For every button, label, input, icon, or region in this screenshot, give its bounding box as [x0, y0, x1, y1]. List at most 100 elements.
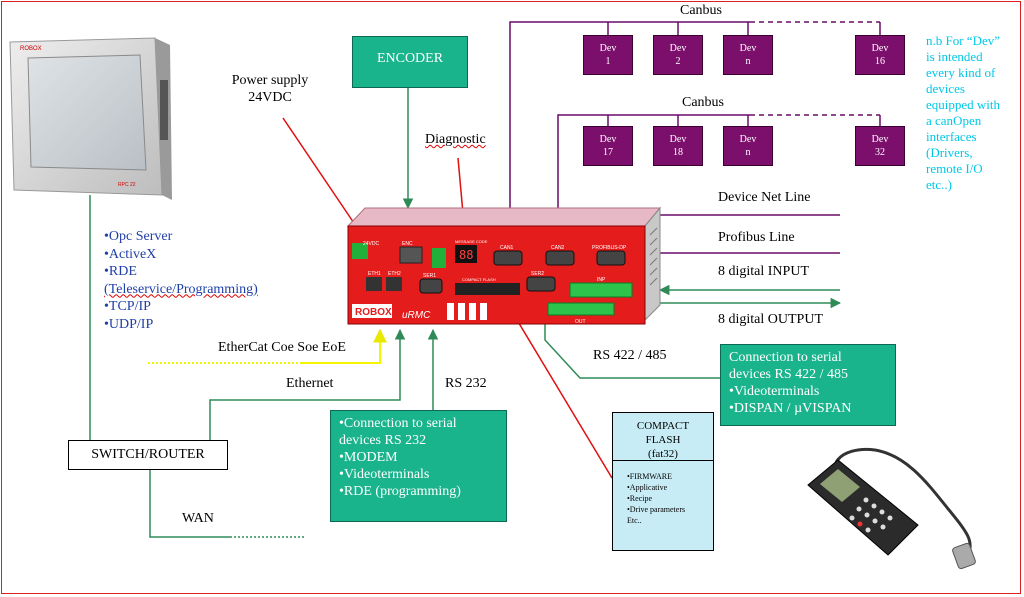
flash-item: •Applicative [627, 483, 668, 492]
canbus-top-line [504, 21, 750, 232]
note-line: is intended [926, 49, 983, 64]
rs422-item: Connection to serial [729, 350, 842, 365]
device-box: Dev 17 [583, 126, 633, 166]
device-number-text: n [745, 147, 751, 158]
rs422-item: •DISPAN / µVISPAN [729, 401, 852, 416]
device-net-label: Device Net Line [718, 190, 811, 205]
rs232-item: •RDE (programming) [339, 484, 461, 499]
port-ser1-label: SER1 [423, 273, 436, 279]
note-line: every kind of [926, 65, 996, 80]
rs232-info-box: •Connection to serial devices RS 232 •MO… [330, 410, 507, 522]
device-top-text: Dev [739, 43, 757, 54]
wan-label: WAN [182, 511, 214, 526]
compact-flash-contents: •FIRMWARE •Applicative •Recipe •Drive pa… [613, 461, 713, 526]
switch-router-box: SWITCH/ROUTER [68, 440, 228, 470]
device-box: Dev n [723, 126, 773, 166]
flash-item: •FIRMWARE [627, 472, 673, 481]
wan-line [149, 470, 230, 538]
hmi-panel-image: ROBOX RPC 22 [9, 37, 172, 200]
rs422-info-box: Connection to serial devices RS 422 / 48… [720, 344, 896, 426]
encoder-label: ENCODER [376, 51, 444, 66]
digital-output-label: 8 digital OUTPUT [718, 312, 823, 327]
power-supply-arrow [282, 117, 361, 233]
protocol-item: •ActiveX [104, 246, 157, 262]
ethercat-line [300, 328, 387, 364]
device-box: Dev n [723, 35, 773, 75]
protocol-item: •RDE [104, 264, 137, 279]
canbus-top-label: Canbus [680, 3, 722, 18]
panel-brand-text: ROBOX [20, 46, 42, 52]
power-supply-text: Power supply [231, 73, 309, 88]
ethernet-line [209, 328, 406, 440]
panel-model-text: RPC 22 [118, 182, 136, 188]
rs232-item: •Connection to serial [339, 416, 457, 431]
rs422-label: RS 422 / 485 [593, 348, 667, 363]
ethernet-label: Ethernet [286, 376, 334, 391]
port-message-label: MESSAGE CODE [455, 239, 488, 244]
device-box: Dev 32 [855, 126, 905, 166]
rs422-line [539, 313, 720, 379]
ethercat-label: EtherCat Coe Soe EoE [218, 340, 346, 355]
device-note: n.b For “Dev” is intended every kind of … [926, 33, 1000, 193]
note-line: a canOpen [926, 113, 982, 128]
note-line: (Drivers, [926, 145, 973, 160]
rs232-item: •MODEM [339, 450, 398, 465]
port-24vdc-label: 24VDC [363, 241, 380, 247]
device-number-text: 1 [605, 56, 611, 67]
compact-flash-header: COMPACT FLASH (fat32) [613, 413, 713, 461]
protocol-item: •UDP/IP [104, 316, 154, 332]
note-line: remote I/O [926, 161, 983, 176]
note-line: n.b For “Dev” [926, 33, 1001, 48]
device-number-text: 18 [673, 147, 683, 158]
note-line: devices [926, 81, 965, 96]
port-eth1-label: ETH1 [368, 271, 381, 277]
device-top-text: Dev [739, 134, 757, 145]
device-number-text: 32 [875, 147, 885, 158]
device-top-text: Dev [871, 43, 889, 54]
port-inp-label: INP [597, 277, 606, 283]
protocol-item: (Teleservice/Programming) [104, 281, 258, 297]
device-top-text: Dev [599, 134, 617, 145]
device-number-text: 2 [675, 56, 681, 67]
note-line: equipped with [926, 97, 1001, 112]
compact-flash-box: COMPACT FLASH (fat32) •FIRMWARE •Applica… [612, 412, 714, 551]
device-number-text: 16 [875, 56, 885, 67]
profibus-label: Profibus Line [718, 230, 795, 245]
port-eth2-label: ETH2 [388, 271, 401, 277]
device-top-text: Dev [599, 43, 617, 54]
flash-title: (fat32) [648, 448, 678, 460]
note-line: interfaces [926, 129, 977, 144]
device-box: Dev 18 [653, 126, 703, 166]
device-top-text: Dev [669, 134, 687, 145]
rs232-label: RS 232 [445, 376, 487, 391]
digital-input-label: 8 digital INPUT [718, 264, 809, 279]
rs232-item: devices RS 232 [339, 433, 427, 448]
port-ser2-label: SER2 [531, 271, 544, 277]
rs422-item: •Videoterminals [729, 384, 820, 399]
flash-item: Etc.. [627, 516, 642, 525]
device-number-text: n [745, 56, 751, 67]
controller-model-text: uRMC [402, 310, 431, 321]
controller-brand-text: ROBOX [355, 307, 392, 318]
flash-title: COMPACT [636, 420, 690, 432]
rs232-item: •Videoterminals [339, 467, 430, 482]
flash-item: •Recipe [627, 494, 653, 503]
protocol-item: •Opc Server [104, 229, 173, 244]
note-line: etc..) [926, 177, 952, 192]
flash-title: FLASH [645, 434, 681, 446]
port-enc-label: ENC [402, 241, 413, 247]
protocol-item: •TCP/IP [104, 299, 151, 314]
device-number-text: 17 [603, 147, 613, 158]
svg-text:88: 88 [459, 248, 473, 262]
rs422-item: devices RS 422 / 485 [729, 367, 848, 382]
port-profibus-label: PROFIBUS-DP [592, 245, 627, 251]
protocols-list: •Opc Server •ActiveX •RDE (Teleservice/P… [104, 228, 258, 333]
port-can2-label: CAN2 [551, 245, 565, 251]
power-voltage-text: 24VDC [248, 90, 292, 105]
device-top-text: Dev [871, 134, 889, 145]
switch-router-label: SWITCH/ROUTER [91, 447, 205, 462]
encoder-box: ENCODER [352, 36, 468, 88]
